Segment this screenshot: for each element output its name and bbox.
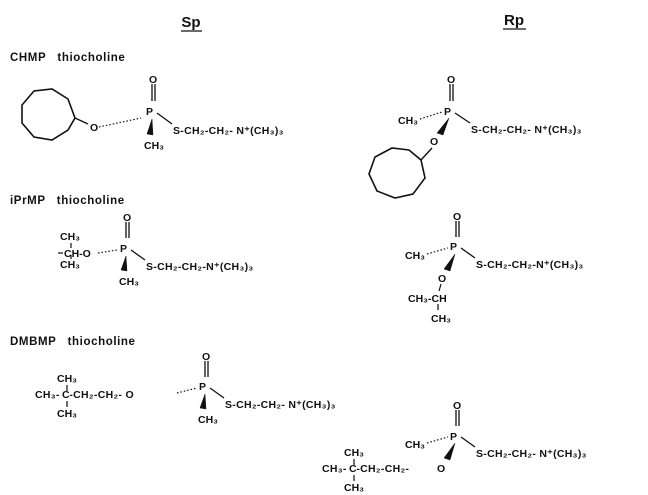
label-methyl: CH₃ — [405, 439, 425, 451]
label-methyl-top: CH₃ — [344, 447, 364, 459]
bond-o-p-hashed — [98, 117, 142, 128]
bond-ch3-p-hashed — [419, 111, 443, 120]
thiocholine-tail: S-CH₂-CH₂-N⁺(CH₃)₃ — [146, 261, 254, 273]
atom-ch-o: CH-O — [64, 248, 91, 260]
thiocholine-tail: S-CH₂-CH₂- N⁺(CH₃)₃ — [471, 124, 582, 136]
thiocholine-tail: S-CH₂-CH₂- N⁺(CH₃)₃ — [225, 399, 336, 411]
bond-ring-o — [74, 117, 89, 125]
label-methyl: CH₃ — [398, 115, 418, 127]
dmbmp-chain: CH₃- -CH₂-CH₂- — [322, 463, 409, 475]
header-sp: Sp — [181, 14, 200, 31]
bond-p-s — [156, 112, 173, 125]
bond-p-s — [130, 249, 146, 261]
section-label-iprmp: iPrMP thiocholine — [10, 195, 125, 207]
bond-p-o-wedge — [443, 442, 456, 461]
bond-o-p-hashed — [176, 387, 198, 394]
header-rp: Rp — [504, 12, 524, 29]
thiocholine-tail: S-CH₂-CH₂-N⁺(CH₃)₃ — [476, 259, 584, 271]
atom-c-quaternary: C — [62, 389, 70, 401]
bond-ch3-p-hashed — [426, 247, 449, 255]
label-methyl: CH₃ — [405, 250, 425, 262]
molecule-rp-iprmp: CH₃ P O O S-CH₂-CH₂-N⁺(CH₃)₃ CH₃-CH CH₃ — [405, 211, 584, 325]
bond-o-ch — [438, 283, 442, 292]
label-methyl-bottom: CH₃ — [60, 259, 80, 271]
label-methyl-top: CH₃ — [60, 231, 80, 243]
atom-o: O — [437, 463, 445, 475]
bond-o-p-hashed — [97, 249, 118, 254]
label-methyl-bottom: CH₃ — [344, 482, 364, 494]
atom-p: P — [120, 243, 127, 255]
molecule-sp-chmp: O P O CH₃ S-CH₂-CH₂- N⁺(CH₃)₃ — [21, 74, 284, 152]
atom-p: P — [146, 106, 153, 118]
section-label-chmp: CHMP thiocholine — [10, 52, 125, 64]
atom-p: P — [444, 106, 451, 118]
thiocholine-tail: S-CH₂-CH₂- N⁺(CH₃)₃ — [476, 448, 587, 460]
atom-o-double: O — [123, 212, 131, 224]
label-methyl: CH₃ — [198, 414, 218, 426]
bond-p-s — [460, 247, 476, 259]
label-methyl-bottom: CH₃ — [431, 313, 451, 325]
atom-o-double: O — [453, 211, 461, 223]
bond-p-o-wedge — [436, 117, 450, 136]
label-methyl-bottom: CH₃ — [57, 408, 77, 420]
bond-p-o-wedge — [443, 253, 456, 272]
atom-o-double: O — [149, 74, 157, 86]
bond-p-s — [454, 112, 471, 124]
bond-o-ring — [420, 147, 433, 161]
molecule-sp-dmbmp: CH₃ CH₃- -CH₂-CH₂- O C CH₃ P O CH₃ S-CH₂… — [35, 351, 336, 426]
molecule-rp-chmp: CH₃ P O O S-CH₂-CH₂- N⁺(CH₃)₃ — [368, 74, 582, 199]
atom-p: P — [450, 241, 457, 253]
molecule-rp-dmbmp: CH₃ P O S-CH₂-CH₂- N⁺(CH₃)₃ CH₃ CH₃- -CH… — [322, 400, 587, 494]
atom-o: O — [90, 122, 98, 134]
label-methyl: CH₃ — [119, 276, 139, 288]
bond-p-s — [209, 387, 225, 399]
atom-o-double: O — [453, 400, 461, 412]
bond-p-s — [460, 436, 476, 448]
atom-c-quaternary: C — [349, 463, 357, 475]
bond-p-ch3-wedge — [120, 255, 128, 272]
bond-p-ch3-wedge — [199, 393, 207, 410]
atom-o-double: O — [447, 74, 455, 86]
atom-o: O — [438, 273, 446, 285]
atom-p: P — [450, 431, 457, 443]
molecule-sp-iprmp: CH₃ CH₃ CH-O P O CH₃ S-CH₂-CH₂-N⁺(CH₃)₃ — [58, 212, 254, 288]
thiocholine-tail: S-CH₂-CH₂- N⁺(CH₃)₃ — [173, 125, 284, 137]
bond-p-ch3-wedge — [146, 118, 154, 136]
atom-p: P — [199, 381, 206, 393]
bond-ch3-p-hashed — [426, 436, 449, 444]
dmbmp-chain: CH₃- -CH₂-CH₂- O — [35, 389, 134, 401]
label-methyl-top: CH₃ — [57, 373, 77, 385]
atom-ch3-ch: CH₃-CH — [408, 293, 447, 305]
section-label-dmbmp: DMBMP thiocholine — [10, 336, 136, 348]
cycloheptyl-ring — [368, 147, 426, 199]
atom-o-double: O — [202, 351, 210, 363]
atom-o: O — [430, 136, 438, 148]
cycloheptyl-ring — [21, 88, 76, 141]
label-methyl: CH₃ — [144, 140, 164, 152]
